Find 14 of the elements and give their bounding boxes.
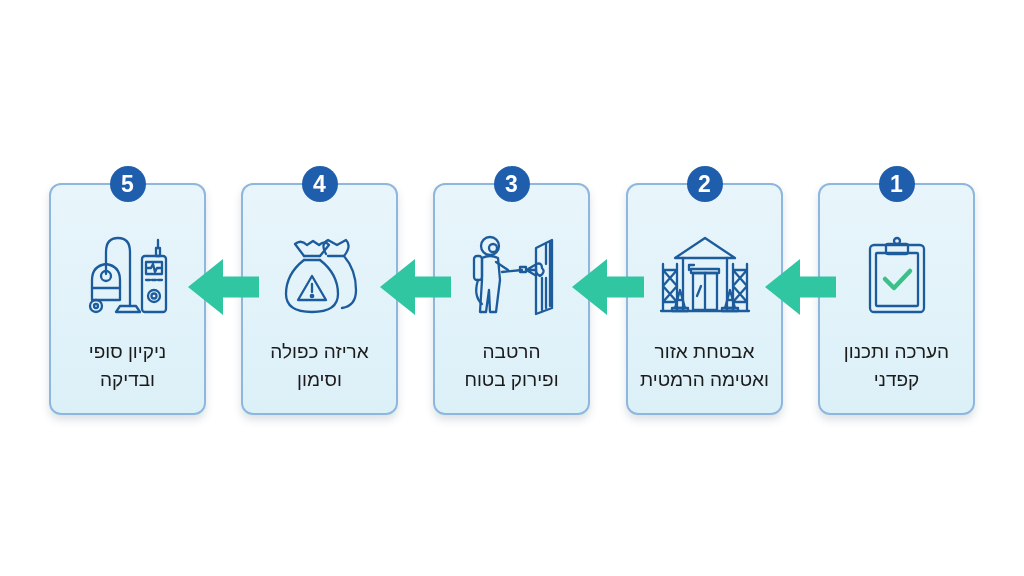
number-badge: 4: [301, 166, 338, 202]
step-label: אבטחת אזור ואטימה הרמטית: [639, 340, 770, 392]
arrow: [765, 259, 836, 315]
step-label: הערכה ותכנון קפדני: [842, 340, 951, 392]
step-label: הרטבה ופירוק בטוח: [463, 340, 560, 392]
number-badge: 2: [686, 166, 723, 202]
arrow: [572, 259, 644, 315]
step-label: אריזה כפולה וסימון: [269, 340, 370, 392]
number-badge: 5: [109, 166, 146, 202]
number-badge: 1: [878, 166, 915, 202]
arrow: [380, 259, 451, 315]
arrow: [188, 259, 259, 315]
number-badge: 3: [493, 166, 530, 202]
step-label: ניקיון סופי ובדיקה: [87, 340, 168, 392]
